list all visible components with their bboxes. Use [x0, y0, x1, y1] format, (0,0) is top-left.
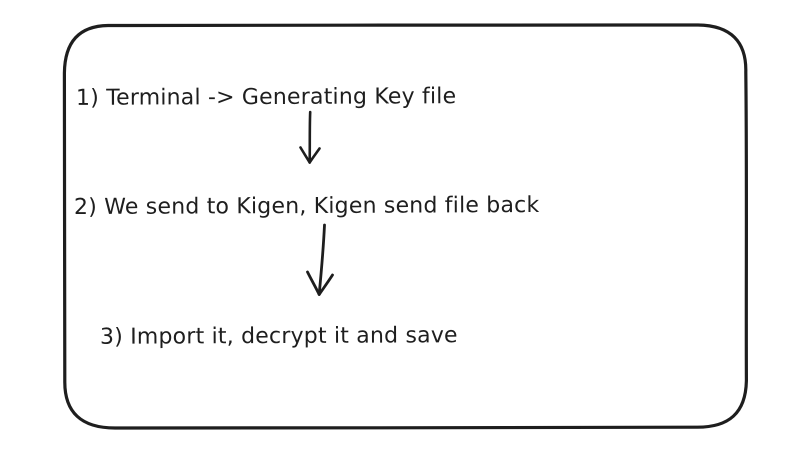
arrow-down-icon — [306, 223, 334, 296]
step-3-label: 3) Import it, decrypt it and save — [99, 323, 458, 350]
step-2-label: 2) We send to Kigen, Kigen send file bac… — [73, 192, 540, 221]
arrow-down-icon — [299, 110, 321, 164]
step-1-label: 1) Terminal -> Generating Key file — [75, 84, 457, 111]
